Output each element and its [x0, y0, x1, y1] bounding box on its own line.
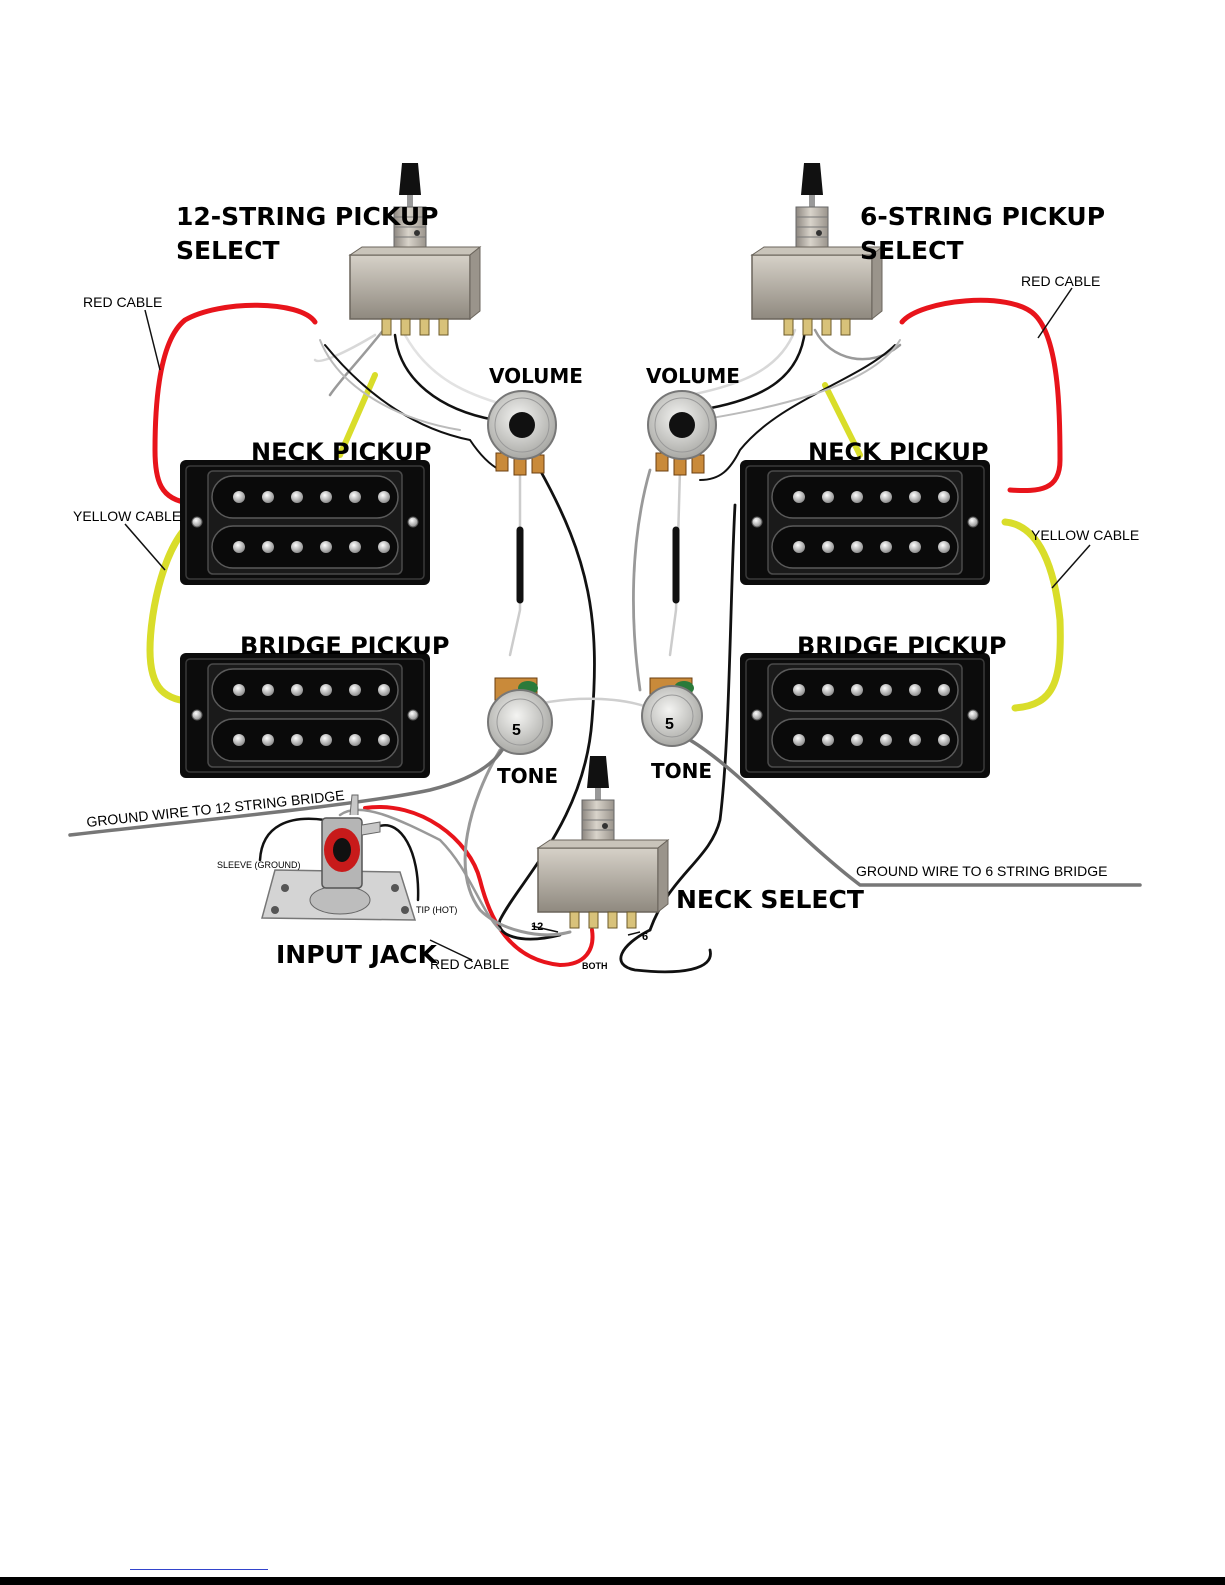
labels: 12-STRING PICKUP SELECT 6-STRING PICKUP …: [73, 202, 1139, 972]
label-tone-right: TONE: [651, 759, 712, 783]
label-yellow-cable-left: YELLOW CABLE: [73, 508, 181, 524]
input-jack: [261, 794, 417, 921]
pickup-select-switch-12: [349, 162, 481, 336]
label-red-cable-right: RED CABLE: [1021, 273, 1100, 289]
yellow-cable-right: [1001, 518, 1064, 712]
label-red-cable-left: RED CABLE: [83, 294, 162, 310]
footer-rule: [0, 1577, 1225, 1585]
svg-text:5: 5: [512, 722, 521, 739]
label-lug-6: 6: [642, 931, 648, 943]
label-tip: TIP (HOT): [416, 905, 457, 915]
volume-pot-left: [487, 390, 557, 476]
wires: [68, 297, 1142, 974]
label-bridge-pickup-left: BRIDGE PICKUP: [240, 632, 449, 660]
footer-link-underline[interactable]: [130, 1569, 268, 1570]
label-input-jack: INPUT JACK: [276, 940, 439, 969]
label-6-string-select-line1: 6-STRING PICKUP: [860, 202, 1105, 231]
label-neck-pickup-left: NECK PICKUP: [251, 438, 431, 466]
ground-wire-12: [68, 743, 507, 837]
label-neck-select: NECK SELECT: [676, 885, 864, 914]
yellow-cable-left: [146, 516, 199, 706]
label-ground-6: GROUND WIRE TO 6 STRING BRIDGE: [856, 863, 1108, 879]
bridge-pickup-left: [179, 652, 431, 779]
label-yellow-cable-right: YELLOW CABLE: [1031, 527, 1139, 543]
svg-text:5: 5: [665, 716, 674, 733]
label-lug-both: BOTH: [582, 961, 608, 971]
red-cable-left: [152, 302, 318, 506]
label-6-string-select-line2: SELECT: [860, 236, 964, 265]
neck-pickup-left: [179, 459, 431, 586]
label-12-string-select-line1: 12-STRING PICKUP: [176, 202, 438, 231]
label-volume-left: VOLUME: [489, 364, 583, 388]
tone-pot-right: 5: [641, 677, 703, 747]
ground-wire-6: [688, 738, 1142, 887]
red-cable-right: [899, 297, 1063, 493]
yellow-cable-neck-right: [822, 382, 863, 458]
label-volume-right: VOLUME: [646, 364, 740, 388]
label-tone-left: TONE: [497, 764, 558, 788]
yellow-cable-neck-left: [337, 372, 378, 458]
label-bridge-pickup-right: BRIDGE PICKUP: [797, 632, 1006, 660]
leader-lines: [124, 287, 1091, 961]
label-neck-pickup-right: NECK PICKUP: [808, 438, 988, 466]
label-red-cable-bottom: RED CABLE: [430, 956, 509, 972]
label-12-string-select-line2: SELECT: [176, 236, 280, 265]
neck-pickup-right: [739, 459, 991, 586]
label-lug-12: 12: [531, 921, 543, 933]
red-cable-jack: [363, 804, 595, 967]
label-sleeve: SLEEVE (GROUND): [217, 860, 301, 870]
bridge-pickup-right: [739, 652, 991, 779]
volume-pot-right: [647, 390, 717, 476]
tone-pot-left: 5: [487, 677, 553, 755]
